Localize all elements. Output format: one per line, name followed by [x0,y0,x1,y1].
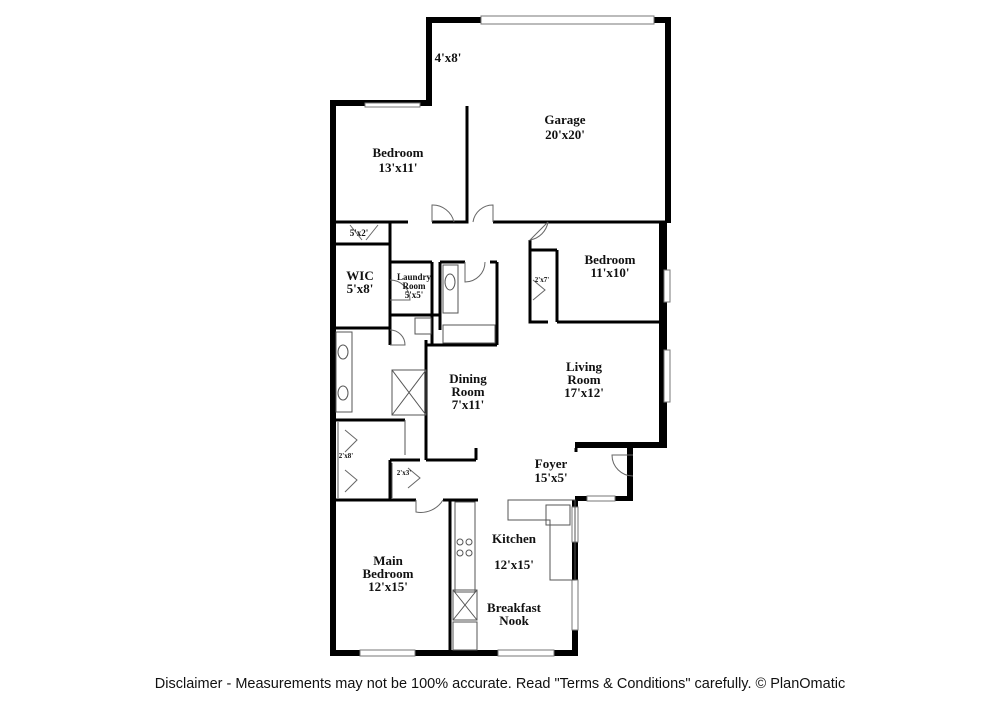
windows [359,15,671,657]
laundry-name-2: Room [403,281,426,291]
closet-a-dims: 5'x2' [350,228,369,238]
closet-c-dims: 2'x8' [339,452,353,460]
dining-name-1: Dining [449,371,487,386]
garage-dims: 20'x20' [545,127,585,142]
closet-d-dims: 2'x3' [397,469,411,477]
kitchen-dims: 12'x15' [494,557,534,572]
living-name-1: Living [566,359,603,374]
room-labels: 4'x8' Garage 20'x20' Bedroom 13'x11' 5'x… [339,50,636,628]
foyer-dims: 15'x5' [534,470,567,485]
fixtures [335,264,576,651]
bedroom-e-name: Bedroom [584,252,635,267]
nook-name-2: Nook [499,613,529,628]
foyer-name: Foyer [535,456,568,471]
disclaimer-text: Disclaimer - Measurements may not be 100… [154,676,846,692]
kitchen-name: Kitchen [492,531,537,546]
doors [344,204,634,513]
wic-dims: 5'x8' [347,281,374,296]
main-bedroom-dims: 12'x15' [368,579,408,594]
main-bedroom-name-2: Bedroom [362,566,413,581]
closet-b-dims: 2'x7' [535,276,549,284]
main-bedroom-name-1: Main [373,553,403,568]
interior-walls [336,106,665,650]
bedroom-nw-name: Bedroom [372,145,423,160]
wic-name: WIC [346,268,373,283]
dining-name-2: Room [451,384,484,399]
living-name-2: Room [567,372,600,387]
laundry-name-1: Laundry [397,272,432,282]
garage-name: Garage [544,112,585,127]
nook-name-1: Breakfast [487,600,542,615]
bedroom-e-dims: 11'x10' [590,265,629,280]
storage-dims: 4'x8' [435,50,462,65]
laundry-dims: 5'x5' [405,290,424,300]
bedroom-nw-dims: 13'x11' [378,160,417,175]
living-dims: 17'x12' [564,385,604,400]
dining-dims: 7'x11' [452,397,485,412]
